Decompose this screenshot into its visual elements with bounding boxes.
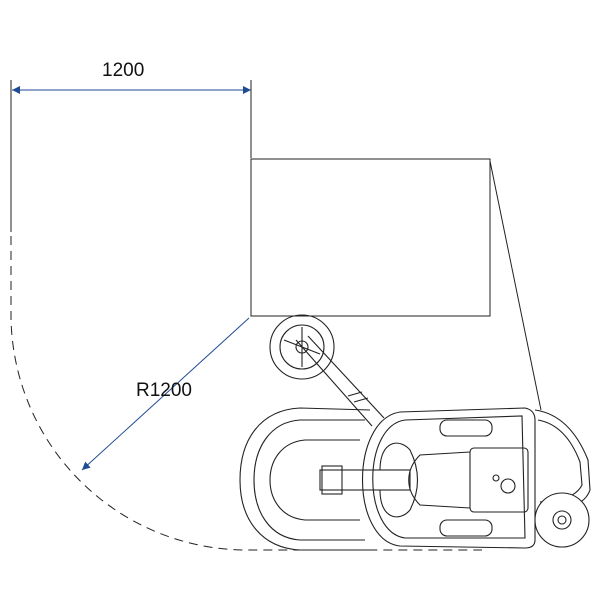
handle-arm xyxy=(295,335,385,427)
main-body xyxy=(362,407,536,549)
front-wheel xyxy=(534,492,590,548)
brush-deck xyxy=(239,407,411,551)
radius-dimension-label: R1200 xyxy=(136,380,192,401)
width-dimension-label: 1200 xyxy=(102,60,145,81)
turning-path-dashed xyxy=(10,236,482,551)
leader-line xyxy=(489,160,542,411)
clearance-rectangle xyxy=(250,158,491,317)
radius-dimension-line xyxy=(81,317,250,471)
floor-machine xyxy=(239,314,591,551)
